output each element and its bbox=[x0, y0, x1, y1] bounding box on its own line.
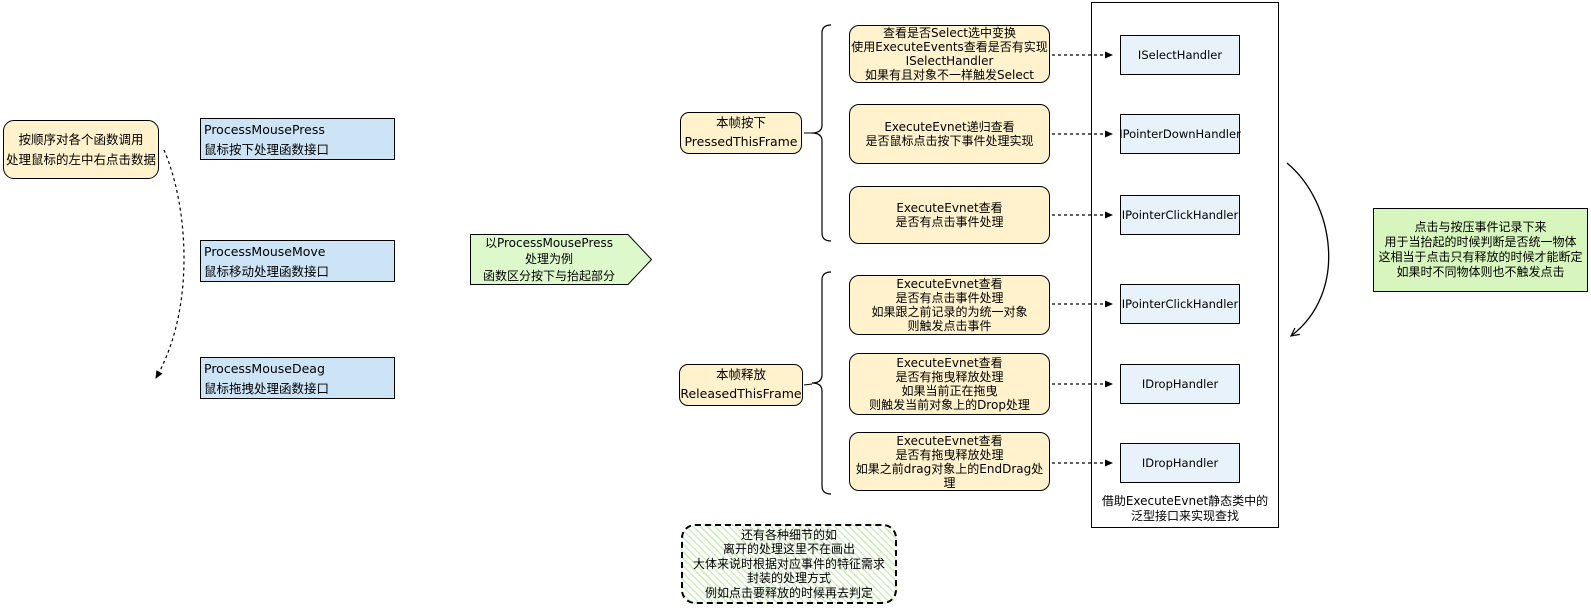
handler-box-idrophandler-2: IDropHandler bbox=[1120, 443, 1240, 483]
process-box-subtitle: 鼠标移动处理函数接口 bbox=[204, 264, 330, 280]
phase-line: PressedThisFrame bbox=[684, 134, 798, 149]
phase-line: 本帧释放 bbox=[715, 367, 766, 383]
note-line: 按顺序对各个函数调用 bbox=[18, 132, 144, 148]
process-box-subtitle: 鼠标按下处理函数接口 bbox=[204, 142, 330, 158]
caption-line: 借助ExecuteEvnet静态类中的 bbox=[1101, 494, 1269, 508]
step-line: ExecuteEvnet递归查看 bbox=[884, 120, 1015, 134]
note-line: 用于当抬起的时候判断是否统一物体 bbox=[1384, 235, 1577, 249]
curly-brace-pressed bbox=[811, 24, 832, 242]
handler-label: IPointerClickHandler bbox=[1121, 208, 1239, 222]
container-caption: 借助ExecuteEvnet静态类中的 泛型接口来实现查找 bbox=[1092, 494, 1278, 524]
step-line: 如果当前正在拖曳 bbox=[901, 384, 998, 398]
handler-box-ipointerclickhandler-2: IPointerClickHandler bbox=[1120, 284, 1240, 324]
step-pointer-down-check: ExecuteEvnet递归查看 是否鼠标点击按下事件处理实现 bbox=[849, 104, 1050, 164]
phase-line: ReleasedThisFrame bbox=[680, 386, 802, 401]
dashed-sequence-arrow bbox=[155, 149, 185, 379]
brace-connector bbox=[803, 383, 813, 386]
handler-label: IDropHandler bbox=[1141, 456, 1219, 470]
pentagon-outline-icon bbox=[470, 234, 653, 285]
handler-box-ipointerclickhandler: IPointerClickHandler bbox=[1120, 195, 1240, 235]
note-details-sketch: 还有各种细节的如 离开的处理这里不在画出 大体来说时根据对应事件的特征需求 封装… bbox=[681, 524, 897, 604]
step-line: 如果跟之前记录的为统一对象 bbox=[871, 305, 1028, 319]
note-line: 例如点击要释放的时候再去判定 bbox=[704, 585, 873, 600]
handler-label: IPointerDownHandler bbox=[1119, 127, 1241, 141]
caption-line: 泛型接口来实现查找 bbox=[1130, 509, 1239, 523]
note-line: 如果时不同物体则也不触发点击 bbox=[1396, 265, 1565, 279]
example-step-shape: 以ProcessMousePress 处理为例 函数区分按下与抬起部分 bbox=[470, 234, 653, 285]
step-line: 则触发点击事件 bbox=[907, 319, 992, 333]
note-line: 封装的处理方式 bbox=[746, 571, 831, 586]
example-line: 以ProcessMousePress bbox=[484, 235, 614, 250]
process-box-title: ProcessMouseDeag bbox=[204, 361, 325, 376]
process-box-title: ProcessMouseMove bbox=[204, 244, 326, 259]
step-line: ExecuteEvnet查看 bbox=[896, 201, 1003, 215]
curved-record-arrow bbox=[1286, 162, 1330, 336]
execute-evnet-container: 借助ExecuteEvnet静态类中的 泛型接口来实现查找 bbox=[1091, 2, 1279, 528]
step-click-same-object: ExecuteEvnet查看 是否有点击事件处理 如果跟之前记录的为统一对象 则… bbox=[849, 275, 1050, 335]
note-line: 大体来说时根据对应事件的特征需求 bbox=[692, 556, 885, 571]
step-line: ExecuteEvnet查看 bbox=[896, 433, 1003, 448]
step-line: 是否有拖曳释放处理 bbox=[895, 447, 1004, 462]
process-box-title: ProcessMousePress bbox=[204, 122, 325, 137]
step-line: 如果之前drag对象上的EndDrag处理 bbox=[855, 461, 1044, 490]
step-select-check: 查看是否Select选中变换 使用ExecuteEvents查看是否有实现 IS… bbox=[849, 25, 1050, 83]
example-step-text: 以ProcessMousePress 处理为例 函数区分按下与抬起部分 bbox=[470, 234, 628, 285]
note-line: 这相当于点击只有释放的时候才能断定 bbox=[1378, 250, 1583, 264]
process-box-mouse-move: ProcessMouseMove 鼠标移动处理函数接口 bbox=[200, 240, 395, 282]
handler-label: ISelectHandler bbox=[1137, 48, 1223, 62]
process-box-mouse-press: ProcessMousePress 鼠标按下处理函数接口 bbox=[200, 118, 395, 160]
step-line: 如果有且对象不一样触发Select bbox=[864, 68, 1035, 82]
note-line: 处理鼠标的左中右点击数据 bbox=[5, 151, 156, 167]
step-line: 查看是否Select选中变换 bbox=[882, 26, 1017, 40]
note-call-order: 按顺序对各个函数调用 处理鼠标的左中右点击数据 bbox=[3, 120, 159, 179]
handler-box-idrophandler: IDropHandler bbox=[1120, 364, 1240, 404]
phase-released-this-frame: 本帧释放 ReleasedThisFrame bbox=[679, 364, 803, 406]
note-line: 还有各种细节的如 bbox=[740, 527, 837, 542]
handler-label: IDropHandler bbox=[1141, 377, 1219, 391]
step-line: 是否有点击事件处理 bbox=[895, 291, 1004, 305]
example-line: 处理为例 bbox=[524, 252, 573, 267]
handler-label: IPointerClickHandler bbox=[1121, 297, 1239, 311]
step-click-check: ExecuteEvnet查看 是否有点击事件处理 bbox=[849, 186, 1050, 244]
phase-line: 本帧按下 bbox=[715, 115, 766, 131]
note-click-record: 点击与按压事件记录下来 用于当抬起的时候判断是否统一物体 这相当于点击只有释放的… bbox=[1373, 208, 1588, 292]
note-line: 离开的处理这里不在画出 bbox=[722, 542, 855, 557]
curly-brace-released bbox=[811, 271, 832, 495]
step-line: ExecuteEvnet查看 bbox=[896, 277, 1003, 291]
step-line: 使用ExecuteEvents查看是否有实现 bbox=[851, 40, 1048, 54]
step-line: ISelectHandler bbox=[905, 54, 994, 68]
handler-box-iselecthandler: ISelectHandler bbox=[1120, 35, 1240, 75]
step-drop-check: ExecuteEvnet查看 是否有拖曳释放处理 如果当前正在拖曳 则触发当前对… bbox=[849, 353, 1050, 415]
step-line: 则触发当前对象上的Drop处理 bbox=[869, 398, 1030, 412]
example-line: 函数区分按下与抬起部分 bbox=[482, 268, 615, 283]
step-line: 是否有点击事件处理 bbox=[895, 215, 1004, 229]
step-line: 是否鼠标点击按下事件处理实现 bbox=[865, 134, 1034, 148]
phase-pressed-this-frame: 本帧按下 PressedThisFrame bbox=[680, 112, 802, 154]
note-line: 点击与按压事件记录下来 bbox=[1414, 220, 1547, 234]
handler-box-ipointerdownhandler: IPointerDownHandler bbox=[1119, 114, 1241, 154]
step-line: ExecuteEvnet查看 bbox=[896, 356, 1003, 370]
process-box-mouse-drag: ProcessMouseDeag 鼠标拖拽处理函数接口 bbox=[200, 357, 395, 399]
step-line: 是否有拖曳释放处理 bbox=[895, 370, 1004, 384]
step-end-drag-check: ExecuteEvnet查看 是否有拖曳释放处理 如果之前drag对象上的End… bbox=[849, 432, 1050, 491]
process-box-subtitle: 鼠标拖拽处理函数接口 bbox=[204, 381, 330, 397]
